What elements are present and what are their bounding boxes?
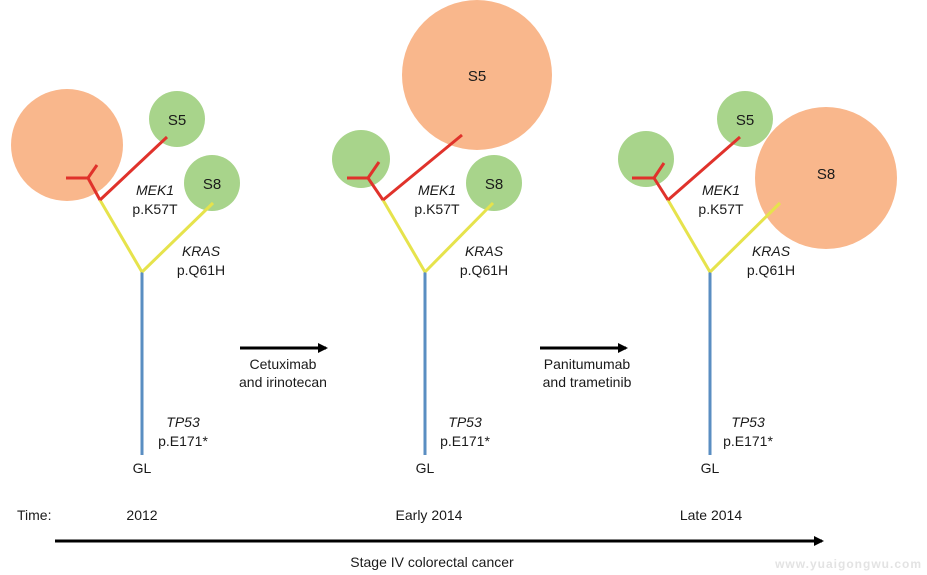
kras-branch-right — [140, 201, 215, 274]
time-point-2012: 2012 — [126, 507, 157, 523]
s8-label: S8 — [203, 176, 221, 193]
mek1-fork-mid — [86, 177, 102, 201]
s5-clone-node — [149, 91, 205, 147]
germline-label: GL — [133, 460, 152, 476]
s8-clone-node — [466, 155, 522, 211]
kras-mutation-label: p.Q61H — [460, 262, 508, 278]
dominant-clone-node — [11, 89, 123, 201]
mek1-branch — [98, 135, 169, 202]
s8-label: S8 — [485, 176, 503, 193]
time-label: Time: — [17, 507, 51, 523]
kras-branch-right — [708, 201, 782, 274]
mek1-branch — [667, 135, 741, 202]
kras-gene-label: KRAS — [465, 243, 504, 259]
kras-branch-left — [98, 199, 144, 273]
timeline-axis-label: Stage IV colorectal cancer — [350, 554, 514, 570]
kras-branch-right — [423, 201, 495, 274]
time-point-late-2014: Late 2014 — [680, 507, 742, 523]
mek1-gene-label: MEK1 — [418, 182, 456, 198]
mek1-branch — [382, 133, 463, 202]
minor-clone-node — [332, 130, 390, 188]
tp53-gene-label: TP53 — [166, 414, 200, 430]
mek1-mutation-label: p.K57T — [414, 201, 460, 217]
tree-panel-2012: S5 S8 MEK1 p.K57T KRAS p.Q61H TP53 p.E17… — [11, 89, 240, 476]
treatment-label-line1: Panitumumab — [544, 356, 631, 372]
mek1-fork-right — [366, 161, 381, 179]
tp53-gene-label: TP53 — [731, 414, 765, 430]
s5-clone-node — [717, 91, 773, 147]
treatment-label-line2: and trametinib — [543, 374, 632, 390]
treatment-label-line2: and irinotecan — [239, 374, 327, 390]
s5-label: S5 — [468, 68, 486, 85]
kras-mutation-label: p.Q61H — [747, 262, 795, 278]
s8-clone-node — [184, 155, 240, 211]
germline-label: GL — [701, 460, 720, 476]
mek1-mutation-label: p.K57T — [698, 201, 744, 217]
tp53-mutation-label: p.E171* — [723, 433, 773, 449]
minor-clone-node — [618, 131, 674, 187]
germline-label: GL — [416, 460, 435, 476]
mek1-fork-mid — [652, 177, 670, 201]
kras-branch-left — [666, 199, 712, 273]
watermark: www.yuaigongwu.com — [774, 557, 922, 571]
s8-clone-node — [755, 107, 897, 249]
kras-gene-label: KRAS — [182, 243, 221, 259]
kras-gene-label: KRAS — [752, 243, 791, 259]
treatment-label-line1: Cetuximab — [250, 356, 317, 372]
s5-clone-node — [402, 0, 552, 150]
mek1-fork-right — [652, 162, 666, 179]
s8-label: S8 — [817, 166, 835, 183]
s5-label: S5 — [168, 112, 186, 129]
mek1-mutation-label: p.K57T — [132, 201, 178, 217]
tree-panel-early-2014: S5 S8 MEK1 p.K57T KRAS p.Q61H TP53 p.E17… — [332, 0, 552, 476]
timeline: Time: 2012 Early 2014 Late 2014 Stage IV… — [17, 507, 824, 570]
mek1-fork-right — [86, 164, 99, 179]
tp53-mutation-label: p.E171* — [158, 433, 208, 449]
time-point-early-2014: Early 2014 — [396, 507, 463, 523]
kras-mutation-label: p.Q61H — [177, 262, 225, 278]
mek1-fork-mid — [366, 177, 385, 201]
tp53-mutation-label: p.E171* — [440, 433, 490, 449]
mek1-gene-label: MEK1 — [702, 182, 740, 198]
kras-branch-left — [381, 199, 427, 273]
treatment-arrow-2: Panitumumab and trametinib — [540, 343, 632, 390]
tp53-gene-label: TP53 — [448, 414, 482, 430]
s5-label: S5 — [736, 112, 754, 129]
treatment-arrow-1: Cetuximab and irinotecan — [239, 343, 328, 390]
mek1-gene-label: MEK1 — [136, 182, 174, 198]
tree-panel-late-2014: S5 S8 MEK1 p.K57T KRAS p.Q61H TP53 p.E17… — [618, 91, 897, 476]
